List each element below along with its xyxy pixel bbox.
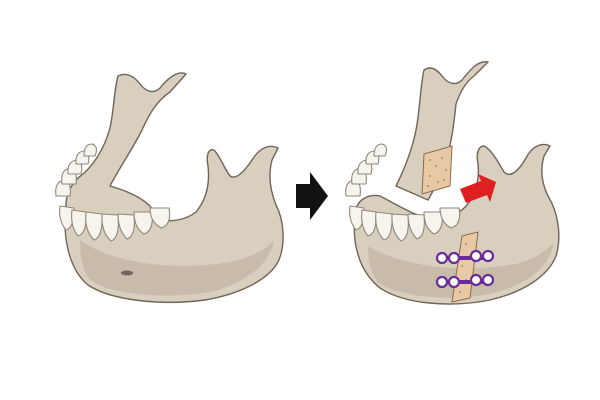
mental-foramen-before — [121, 270, 133, 276]
fixation-plate-lower — [435, 273, 495, 289]
bone-graft-upper — [421, 145, 453, 195]
mandible-after — [345, 61, 560, 305]
mandible-before-shade — [80, 240, 274, 296]
teeth-after — [345, 143, 461, 242]
mandible-after-ramus — [395, 61, 489, 201]
right-arrow-icon — [296, 172, 328, 220]
fixation-plate-upper — [435, 249, 495, 265]
mandible-before — [55, 72, 284, 303]
mandible-before-bone — [64, 72, 284, 303]
left-arrow-icon — [460, 174, 496, 203]
teeth-before — [55, 143, 171, 242]
